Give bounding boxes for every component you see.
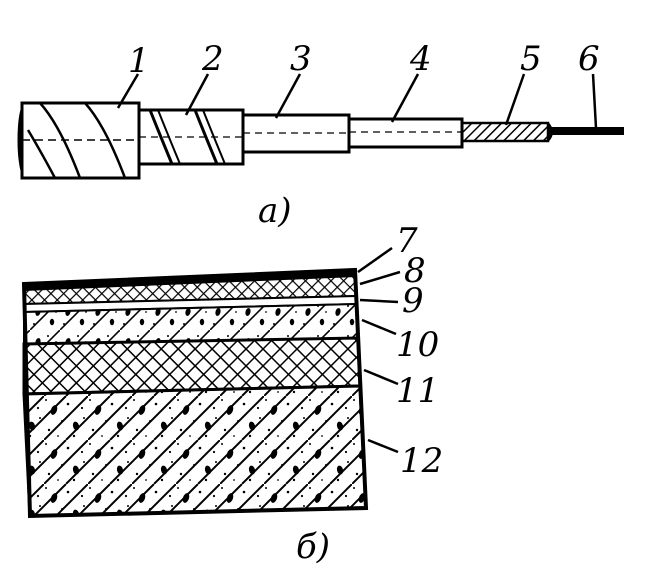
labels-b: 7 8 9 10 11 12 <box>396 221 443 481</box>
label-12: 12 <box>400 441 443 481</box>
cable-layer-2-armor <box>137 108 245 166</box>
caption-b: б) <box>296 527 330 567</box>
section-layer-11 <box>22 336 362 396</box>
layered-section <box>21 267 369 519</box>
label-6: 6 <box>578 39 600 79</box>
cable-layer-5-screen <box>460 121 553 143</box>
cable-layer-1-jacket <box>20 101 141 180</box>
label-7: 7 <box>396 221 418 261</box>
leader-lines-a <box>116 73 598 129</box>
label-1: 1 <box>128 41 150 81</box>
cable-layer-3-sheath <box>241 113 351 154</box>
section-layer-12 <box>22 384 368 518</box>
label-9: 9 <box>402 281 424 321</box>
cable-layer-4-insulation <box>347 117 464 149</box>
labels-a: 1 2 3 4 5 6 <box>128 39 600 81</box>
leader-lines-b <box>357 246 401 454</box>
label-4: 4 <box>409 39 432 79</box>
caption-a: а) <box>258 191 292 231</box>
cable-side-view <box>17 101 624 180</box>
label-11: 11 <box>396 371 439 411</box>
label-3: 3 <box>290 39 312 79</box>
label-5: 5 <box>520 39 542 79</box>
label-10: 10 <box>396 325 439 365</box>
label-2: 2 <box>201 39 224 79</box>
label-8: 8 <box>404 251 426 291</box>
cable-layer-6-conductor <box>550 127 624 135</box>
